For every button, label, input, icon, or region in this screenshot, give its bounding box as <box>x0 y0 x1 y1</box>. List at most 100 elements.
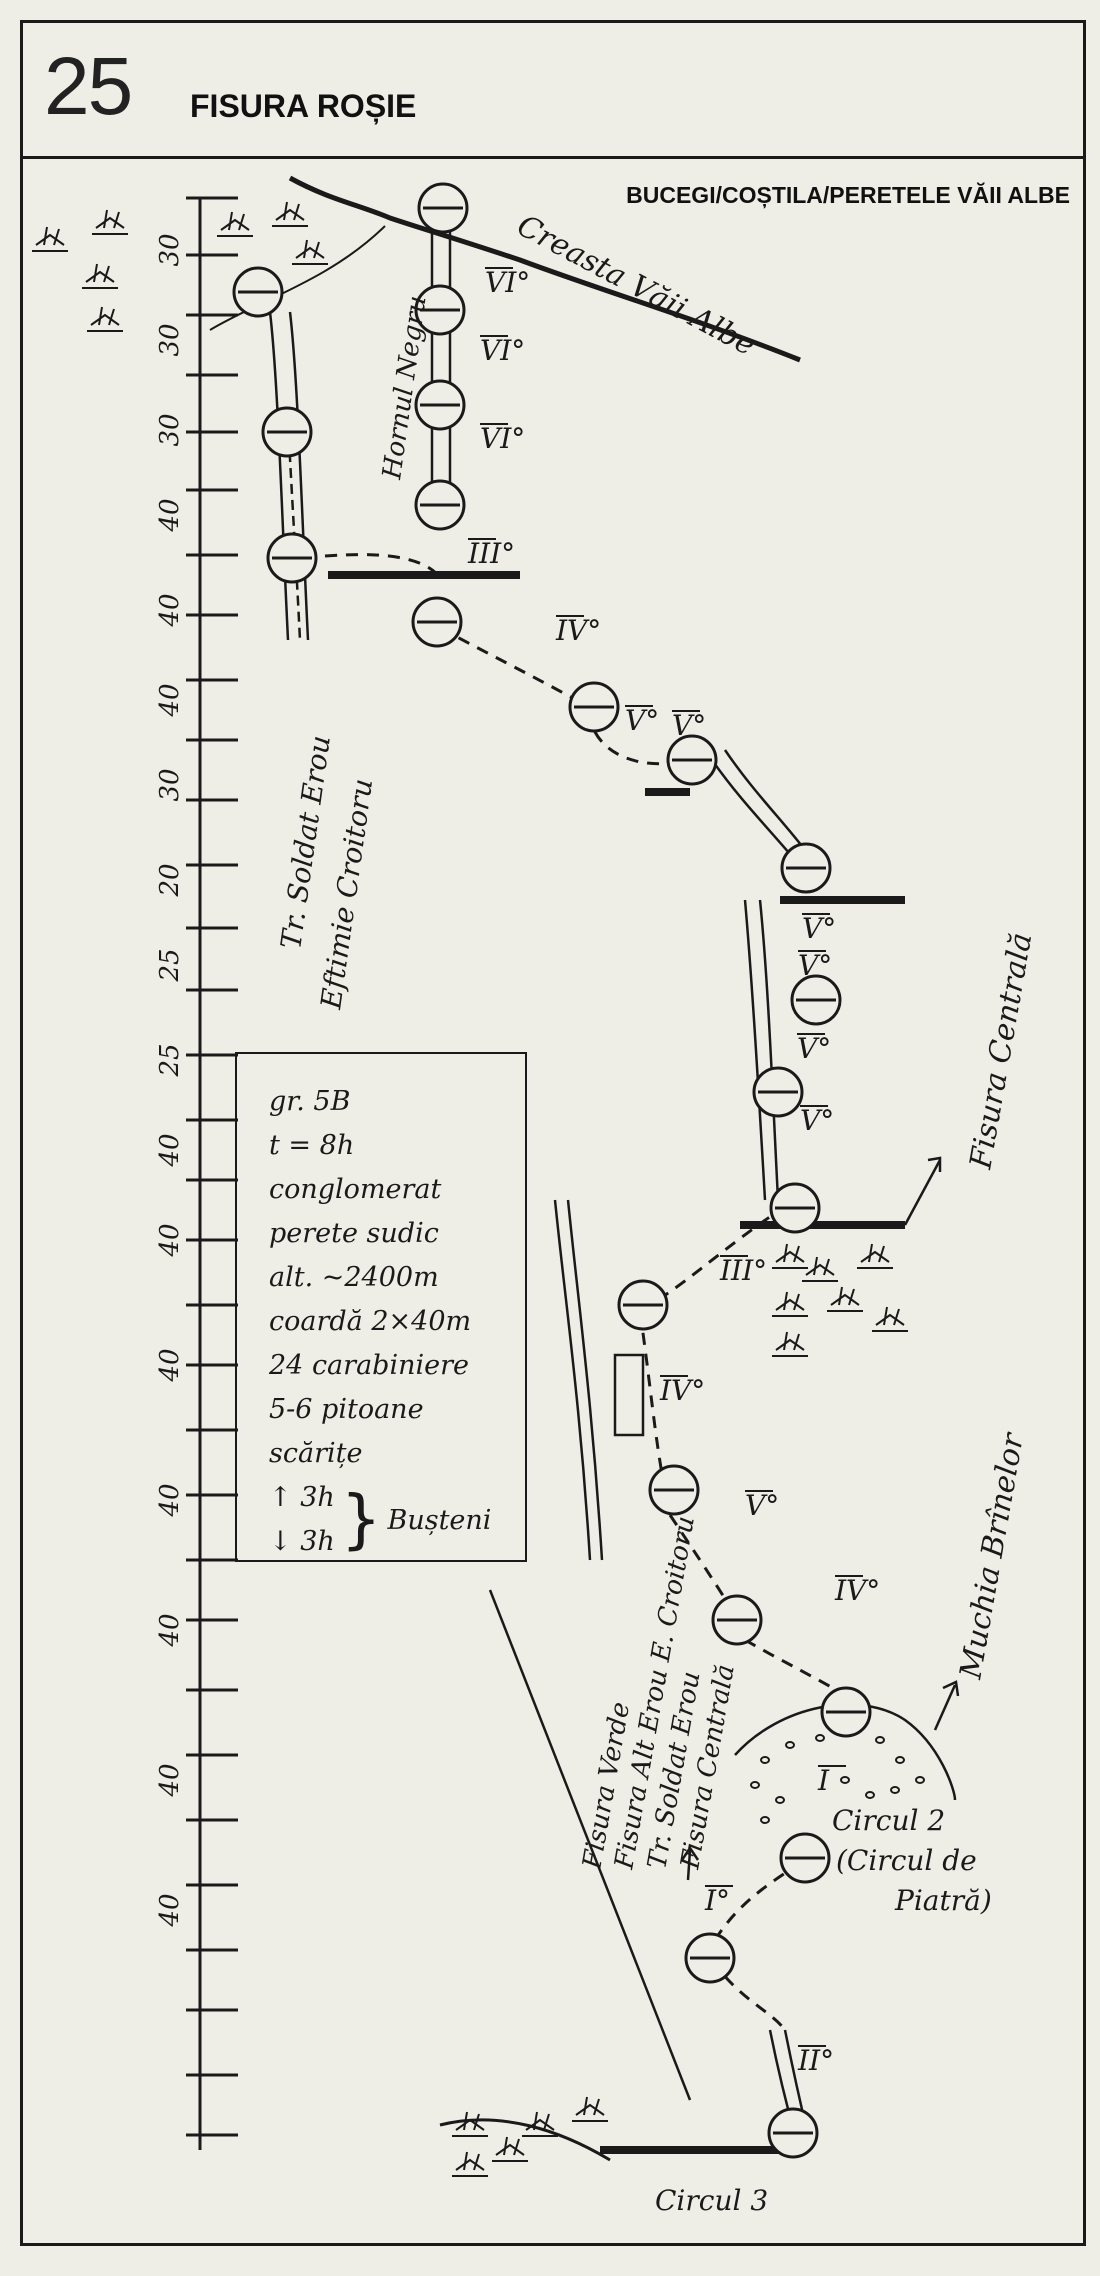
info-approach: ↑ 3h <box>269 1482 335 1513</box>
pitch-grade: V° <box>745 1489 779 1522</box>
pitch-grade: V° <box>672 709 706 742</box>
area-breadcrumb: BUCEGI/COȘTILA/PERETELE VĂII ALBE <box>626 182 1070 208</box>
scale-label: 40 <box>155 498 185 532</box>
scale-label: 40 <box>155 593 185 627</box>
belay-station <box>790 974 842 1026</box>
page-frame <box>20 20 1086 2246</box>
belay-station <box>414 379 466 431</box>
label-circul-2a: Circul 2 <box>832 1804 945 1837</box>
grass-tuft <box>92 209 128 235</box>
pitch-grade: I° <box>704 1884 730 1917</box>
belay-station <box>769 1182 821 1234</box>
hornul-negru-chimney <box>430 230 452 510</box>
belay-station <box>568 681 620 733</box>
belay-station <box>411 596 463 648</box>
info-grade: gr. 5B <box>269 1086 351 1117</box>
belay-station <box>752 1066 804 1118</box>
info-access-row: ↑ 3h ↓ 3h } Bușteni <box>269 1476 525 1564</box>
belay-stations <box>232 182 872 2159</box>
label-circul-3: Circul 3 <box>655 2184 768 2217</box>
label-creasta: Creasta Văii Albe <box>511 208 761 363</box>
grass-tuft <box>452 2151 488 2177</box>
grass-tuft <box>82 263 118 289</box>
scale-label: 40 <box>155 1763 185 1797</box>
left-chimney <box>268 311 310 641</box>
grass-tuft <box>572 2096 608 2122</box>
circul-2-scree <box>750 1734 925 1824</box>
grass-tuft <box>452 2111 488 2137</box>
pitch-grade: III° <box>467 537 515 570</box>
circul-3-outline <box>439 2118 611 2162</box>
grass-tuft <box>827 1286 863 1312</box>
pitch-grade: VI° <box>480 334 525 367</box>
belay-station <box>617 1279 669 1331</box>
info-line: alt. ~2400m <box>269 1262 439 1293</box>
grass-tuft <box>872 1306 908 1332</box>
pitch-grade: III° <box>719 1254 767 1287</box>
grass-tuft <box>857 1243 893 1269</box>
grass-tuft <box>272 201 308 227</box>
scale-label: 20 <box>155 863 185 897</box>
scale-ticks <box>186 196 238 2137</box>
pitch-grade: IV° <box>834 1574 880 1607</box>
info-town: Bușteni <box>387 1504 492 1536</box>
grass-tufts <box>32 201 908 2177</box>
pitch-grade: VI° <box>485 266 530 299</box>
header-divider <box>20 156 1086 159</box>
label-circul-2b: (Circul de <box>836 1844 977 1877</box>
pitch-grade: IV° <box>555 614 601 647</box>
grass-tuft <box>802 1256 838 1282</box>
right-chimneys <box>553 749 810 2136</box>
belay-station <box>780 842 832 894</box>
scale-label: 40 <box>155 1133 185 1167</box>
belay-station <box>266 532 318 584</box>
scale-label: 40 <box>155 1348 185 1382</box>
info-line: coardă 2×40m <box>269 1306 472 1337</box>
grass-tuft <box>772 1243 808 1269</box>
belay-station <box>711 1594 763 1646</box>
info-time: t = 8h <box>269 1130 355 1161</box>
scale-label: 40 <box>155 1223 185 1257</box>
scale-label: 30 <box>155 768 185 801</box>
route-title: FISURA ROȘIE <box>190 88 417 124</box>
grass-tuft <box>492 2136 528 2162</box>
pitch-grade: V° <box>797 1032 831 1065</box>
belay-station <box>417 182 469 234</box>
pitch-grade: V° <box>800 1104 834 1137</box>
belay-station <box>820 1686 872 1738</box>
scale-label: 40 <box>155 1613 185 1647</box>
grass-tuft <box>32 226 68 252</box>
belay-station <box>767 2107 819 2159</box>
scale-label: 40 <box>155 683 185 717</box>
grass-tuft <box>87 306 123 332</box>
grass-tuft <box>292 239 328 265</box>
scale-label: 40 <box>155 1483 185 1517</box>
pitch-grade: V° <box>625 704 659 737</box>
info-line: conglomerat <box>269 1174 442 1205</box>
pitch-grade: II° <box>797 2044 834 2077</box>
ledges <box>328 571 905 2154</box>
page-number: 25 <box>44 41 133 132</box>
brace-glyph: } <box>340 1483 382 1557</box>
belay-station <box>232 266 284 318</box>
pitch-grade: V° <box>798 949 832 982</box>
scale-label: 40 <box>155 1893 185 1927</box>
route-arrows <box>680 1156 960 1881</box>
info-line: 5-6 pitoane <box>269 1394 424 1425</box>
scale-label: 25 <box>155 948 185 982</box>
label-circul-2c: Piatră) <box>894 1884 992 1917</box>
grass-tuft <box>522 2111 558 2137</box>
scale-label: 30 <box>155 413 185 446</box>
grass-tuft <box>772 1331 808 1357</box>
scale-label: 30 <box>155 323 185 356</box>
info-descent: ↓ 3h <box>269 1526 335 1557</box>
belay-station <box>261 406 313 458</box>
info-line: perete sudic <box>269 1218 439 1249</box>
belay-station <box>779 1832 831 1884</box>
scaritze-ladder <box>613 1353 645 1437</box>
pitch-grade: IV° <box>659 1374 705 1407</box>
belay-station <box>414 479 466 531</box>
belay-station <box>414 284 466 336</box>
circul-2-outline <box>734 1703 957 1801</box>
